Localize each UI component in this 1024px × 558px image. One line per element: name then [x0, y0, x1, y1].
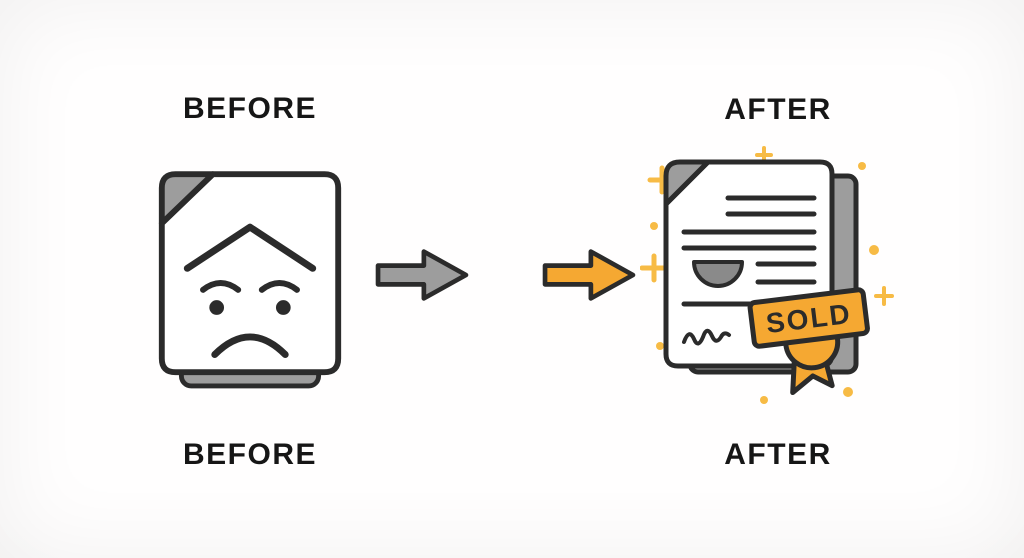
gray-arrow-shape [375, 249, 469, 301]
sparkle-plus-icon [639, 253, 669, 283]
half-circle-graphic [692, 260, 744, 288]
sparkle-dot-icon [760, 396, 768, 404]
sparkle-dot-icon [650, 222, 658, 230]
right-eyebrow [258, 280, 300, 293]
sad-page [158, 171, 342, 376]
sparkle-dot-icon [858, 162, 866, 170]
sparkle-dot-icon [843, 387, 853, 397]
sparkle-dot-icon [656, 342, 664, 350]
gray-arrow-svg [375, 249, 469, 301]
left-eyebrow [200, 280, 242, 293]
orange-arrow-shape [542, 249, 636, 301]
after-label-top: AFTER [724, 93, 832, 126]
right-eye [275, 300, 291, 315]
frown-mouth [211, 333, 289, 358]
signature-squiggle [682, 328, 731, 346]
page-fold-corner [158, 171, 216, 227]
sad-document-icon [152, 166, 348, 402]
sold-document-icon: SOLD [639, 146, 900, 414]
worried-brow-line [183, 223, 317, 272]
left-eye [209, 300, 225, 315]
sparkle-dot-icon [869, 245, 879, 255]
page-fold-corner [663, 159, 711, 207]
sold-ribbon-icon: SOLD [747, 287, 870, 396]
sparkle-plus-icon [874, 286, 894, 306]
arrow-right-orange-icon [542, 246, 636, 304]
before-label-top: BEFORE [182, 92, 317, 125]
sold-document-svg: SOLD [639, 146, 894, 404]
sold-banner [747, 287, 870, 349]
arrow-right-gray-icon [374, 246, 470, 304]
before-label-bottom: BEFORE [182, 438, 317, 471]
sad-document-svg [158, 171, 342, 389]
orange-arrow-svg [542, 249, 636, 301]
after-label-bottom: AFTER [724, 438, 832, 471]
